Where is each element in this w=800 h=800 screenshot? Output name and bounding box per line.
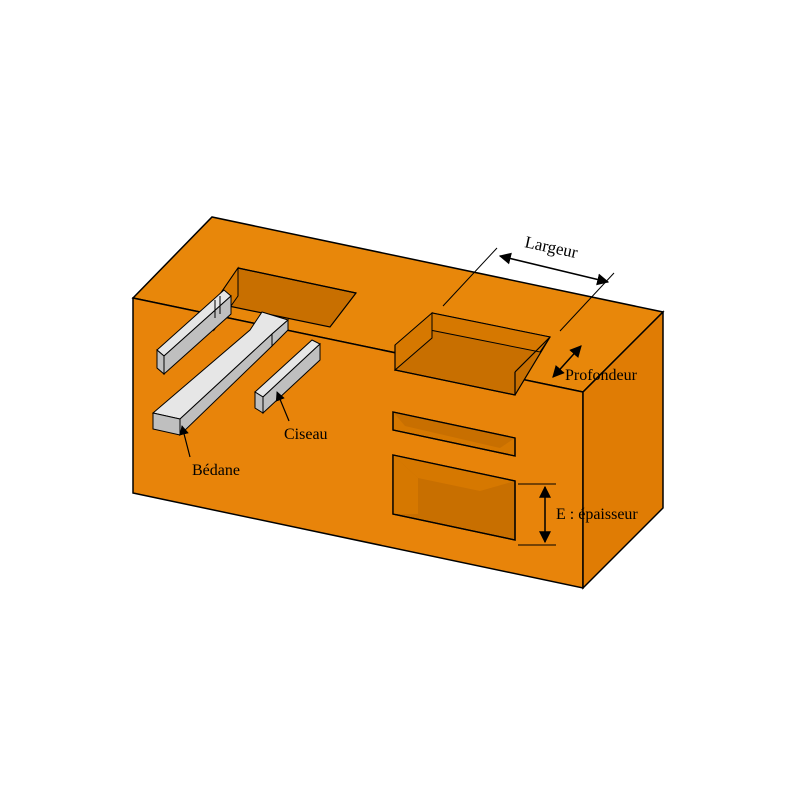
top-cavity — [394, 311, 551, 396]
bedane-callout: Bédane — [179, 425, 240, 479]
profondeur-label: Profondeur — [565, 367, 638, 384]
bedane-pointer — [179, 425, 191, 458]
bedane-label: Bédane — [192, 462, 240, 479]
ciseau-callout: Ciseau — [275, 391, 328, 443]
lower-mortise — [392, 454, 516, 541]
ciseau-label: Ciseau — [284, 426, 328, 443]
middle-slot — [392, 411, 516, 457]
profondeur-dimension: Profondeur — [552, 345, 638, 384]
ciseau-pointer — [275, 391, 290, 422]
bedane-tool — [151, 311, 290, 437]
largeur-arrow — [498, 252, 610, 286]
profondeur-arrow — [552, 345, 582, 378]
largeur-label: Largeur — [523, 232, 580, 262]
epaisseur-label: E : épaisseur — [556, 506, 638, 523]
block-side-face — [582, 310, 664, 590]
epaisseur-dimension: E : épaisseur — [518, 483, 638, 546]
chisel-back-tool — [156, 289, 232, 376]
